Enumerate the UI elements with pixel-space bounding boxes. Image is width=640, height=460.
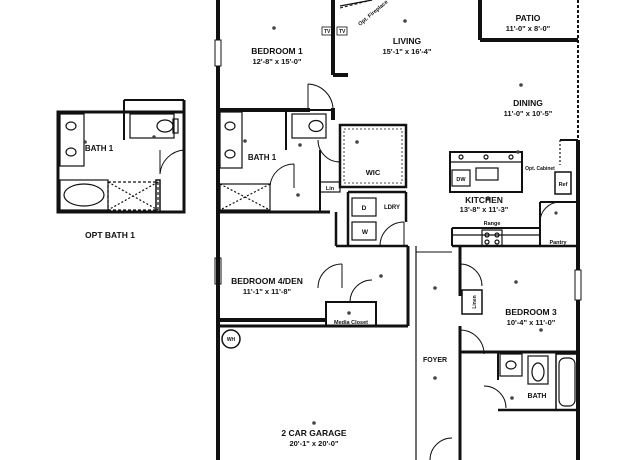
- water-heater-label: WH: [227, 337, 236, 343]
- room-dimensions: 11'-0" x 10'-5": [504, 109, 553, 118]
- kitchen: DW Ref Opt. Cabinet Range Pantry KITCHEN…: [449, 139, 578, 248]
- bedroom-4-den: BEDROOM 4/DEN 11'-1" x 11'-8" Media Clos…: [216, 212, 410, 327]
- media-closet-label: Media Closet: [334, 320, 368, 326]
- room-label: DINING: [513, 98, 543, 108]
- walk-in-closet: WIC Lin: [317, 123, 408, 193]
- refrigerator-label: Ref: [559, 182, 568, 188]
- room-label: LIVING: [393, 36, 422, 46]
- room-dimensions: 12'-8" x 15'-0": [252, 57, 301, 66]
- sink-icon: [65, 147, 77, 157]
- pantry-label: Pantry: [549, 240, 567, 246]
- room-label: FOYER: [423, 357, 447, 364]
- sink-icon: [224, 121, 236, 131]
- room-label: BEDROOM 1: [251, 46, 303, 56]
- room-dimensions: 11'-1" x 11'-8": [243, 287, 292, 296]
- room-dimensions: 15'-1" x 16'-4": [382, 47, 431, 56]
- room-dimensions: 13'-8" x 11'-3": [460, 205, 509, 214]
- sink-icon: [65, 121, 77, 131]
- room-label: BEDROOM 4/DEN: [231, 276, 303, 286]
- foyer: FOYER: [415, 246, 453, 460]
- linen-closet-label: Lin: [326, 186, 335, 192]
- bedroom-3: Linen BEDROOM 3 10'-4" x 11'-0": [458, 246, 578, 460]
- opt-cabinet-label: Opt. Cabinet: [525, 166, 555, 172]
- water-heater-icon: [221, 329, 241, 349]
- bath-1: BATH 1: [216, 109, 333, 214]
- dining-room: DINING 11'-0" x 10'-5": [504, 83, 553, 118]
- laundry-label: LDRY: [384, 205, 400, 211]
- opt-bath-caption: OPT BATH 1: [85, 230, 135, 240]
- tv-label: TV: [324, 29, 331, 35]
- toilet-icon: [531, 362, 545, 382]
- dishwasher-label: DW: [456, 177, 466, 183]
- room-label: BATH 1: [248, 153, 277, 162]
- exterior-walls: [214, 0, 582, 460]
- room-label: PATIO: [516, 13, 541, 23]
- room-dimensions: 20'-1" x 20'-0": [289, 439, 338, 448]
- hall-bath: BATH: [483, 352, 579, 412]
- room-dimensions: 10'-4" x 11'-0": [507, 318, 556, 327]
- opt-fireplace-label: Opt. Fireplace: [357, 0, 389, 28]
- room-label: KITCHEN: [465, 195, 503, 205]
- room-label: BATH: [528, 393, 547, 400]
- sink-icon: [224, 149, 236, 159]
- dryer-label: D: [362, 205, 367, 212]
- toilet-icon: [156, 119, 174, 133]
- garage: WH 2 CAR GARAGE 20'-1" x 20'-0": [218, 324, 408, 448]
- sink-icon: [505, 360, 517, 370]
- tub-icon: [63, 183, 105, 207]
- room-label: BATH 1: [85, 144, 114, 153]
- range-label: Range: [484, 221, 501, 227]
- living-room: Opt. Fireplace TV TV LIVING 15'-1" x 16'…: [321, 0, 432, 56]
- washer-label: W: [362, 229, 369, 236]
- opt-bath-inset: BATH 1 OPT BATH 1: [56, 99, 186, 240]
- room-label: BEDROOM 3: [505, 307, 557, 317]
- linen-label: Linen: [472, 295, 478, 308]
- room-dimensions: 11'-0" x 8'-0": [506, 24, 551, 33]
- room-label: WIC: [366, 168, 381, 177]
- tv-label: TV: [339, 29, 346, 35]
- patio: PATIO 11'-0" x 8'-0": [506, 13, 551, 33]
- bedroom-1: BEDROOM 1 12'-8" x 15'-0": [218, 0, 348, 120]
- laundry: D W LDRY: [346, 190, 408, 247]
- room-label: 2 CAR GARAGE: [281, 428, 347, 438]
- toilet-icon: [308, 119, 324, 133]
